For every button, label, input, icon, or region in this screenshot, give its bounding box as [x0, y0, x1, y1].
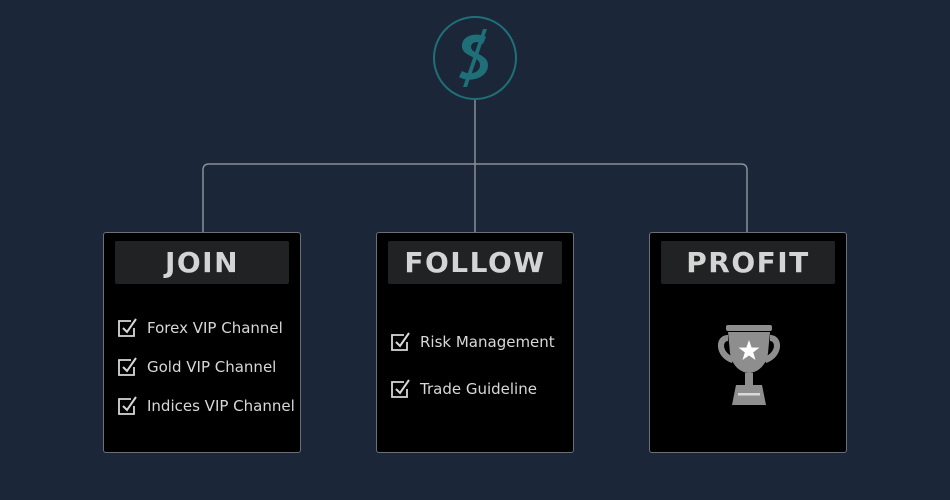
item-label: Risk Management: [420, 333, 555, 351]
follow-checklist: Risk Management Trade Guideline: [389, 329, 555, 423]
trophy-icon: [717, 325, 781, 405]
checkbox-checked-icon: [391, 332, 410, 351]
item-label: Indices VIP Channel: [147, 397, 295, 415]
join-checklist: Forex VIP Channel Gold VIP Channel Indic…: [116, 315, 295, 432]
list-item: Gold VIP Channel: [116, 354, 295, 380]
join-card: JOIN Forex VIP Channel Gold VIP Channel: [103, 232, 301, 453]
list-item: Forex VIP Channel: [116, 315, 295, 341]
dollar-logo: [433, 16, 517, 100]
item-label: Gold VIP Channel: [147, 358, 277, 376]
list-item: Indices VIP Channel: [116, 393, 295, 419]
checkbox-checked-icon: [118, 318, 137, 337]
follow-card: FOLLOW Risk Management Trade Guideline: [376, 232, 574, 453]
card-title: PROFIT: [661, 241, 835, 284]
checkbox-checked-icon: [118, 357, 137, 376]
item-label: Trade Guideline: [420, 380, 537, 398]
dollar-sign-icon: [459, 29, 488, 87]
list-item: Trade Guideline: [389, 376, 555, 402]
checkbox-checked-icon: [391, 379, 410, 398]
card-title: JOIN: [115, 241, 289, 284]
profit-card: PROFIT: [649, 232, 847, 453]
card-title: FOLLOW: [388, 241, 562, 284]
checkbox-checked-icon: [118, 396, 137, 415]
item-label: Forex VIP Channel: [147, 319, 283, 337]
list-item: Risk Management: [389, 329, 555, 355]
